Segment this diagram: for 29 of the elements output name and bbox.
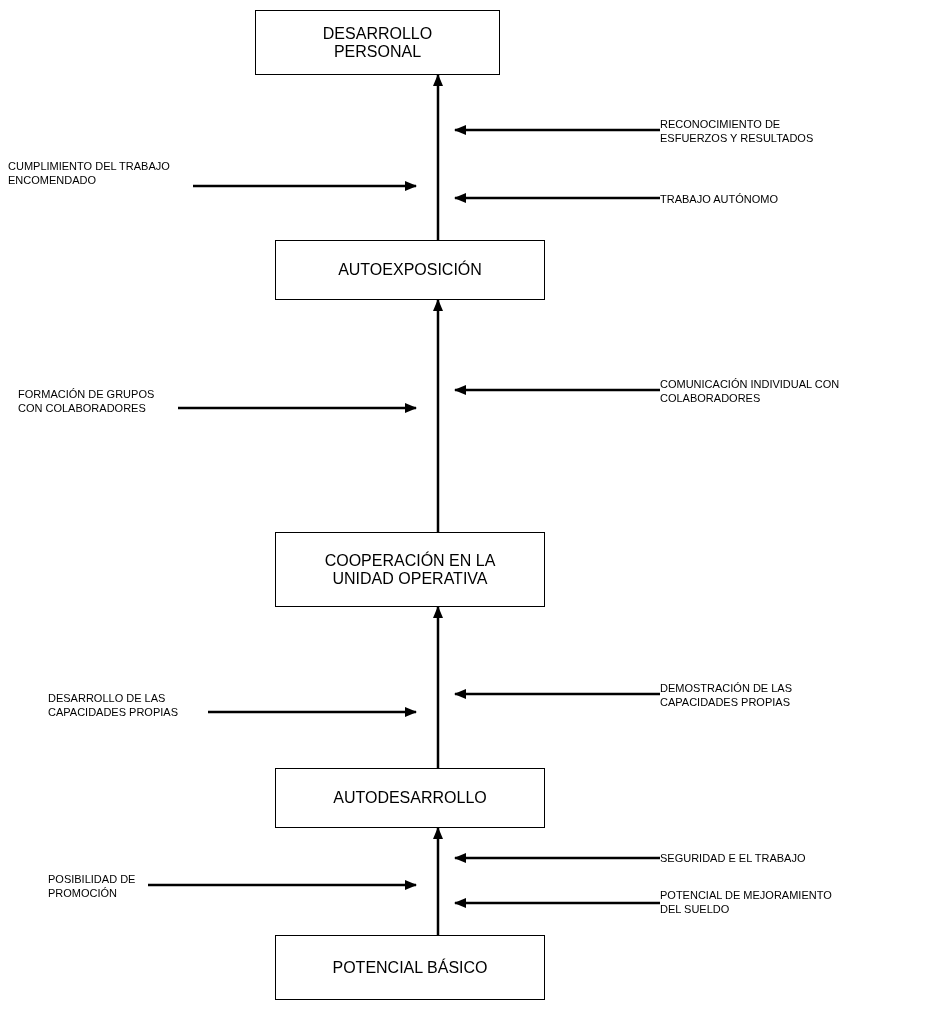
factor-label: TRABAJO AUTÓNOMO <box>660 190 778 208</box>
arrow <box>148 880 417 890</box>
arrow <box>454 898 660 908</box>
stage-box: COOPERACIÓN EN LA UNIDAD OPERATIVA <box>275 532 545 607</box>
arrow <box>454 689 660 699</box>
arrow <box>454 385 660 395</box>
arrow <box>433 606 443 768</box>
stage-box: POTENCIAL BÁSICO <box>275 935 545 1000</box>
stage-box: AUTOEXPOSICIÓN <box>275 240 545 300</box>
stage-box: DESARROLLO PERSONAL <box>255 10 500 75</box>
factor-label: FORMACIÓN DE GRUPOS CON COLABORADORES <box>18 384 178 418</box>
arrow <box>454 125 660 135</box>
factor-label: RECONOCIMIENTO DE ESFUERZOS Y RESULTADOS <box>660 113 835 149</box>
arrow <box>454 193 660 203</box>
arrow <box>454 853 660 863</box>
factor-label: DESARROLLO DE LAS CAPACIDADES PROPIAS <box>48 688 208 722</box>
factor-label: CUMPLIMIENTO DEL TRABAJO ENCOMENDADO <box>8 150 193 196</box>
arrow <box>193 181 417 191</box>
factor-label: POSIBILIDAD DE PROMOCIÓN <box>48 868 148 904</box>
arrow <box>178 403 417 413</box>
factor-label: POTENCIAL DE MEJORAMIENTO DEL SUELDO <box>660 884 850 920</box>
arrow <box>433 74 443 240</box>
factor-label: COMUNICACIÓN INDIVIDUAL CON COLABORADORES <box>660 373 850 409</box>
arrow <box>433 299 443 532</box>
factor-label: DEMOSTRACIÓN DE LAS CAPACIDADES PROPIAS <box>660 677 830 713</box>
stage-box: AUTODESARROLLO <box>275 768 545 828</box>
arrow <box>208 707 417 717</box>
factor-label: SEGURIDAD E EL TRABAJO <box>660 849 806 867</box>
arrow <box>433 827 443 935</box>
